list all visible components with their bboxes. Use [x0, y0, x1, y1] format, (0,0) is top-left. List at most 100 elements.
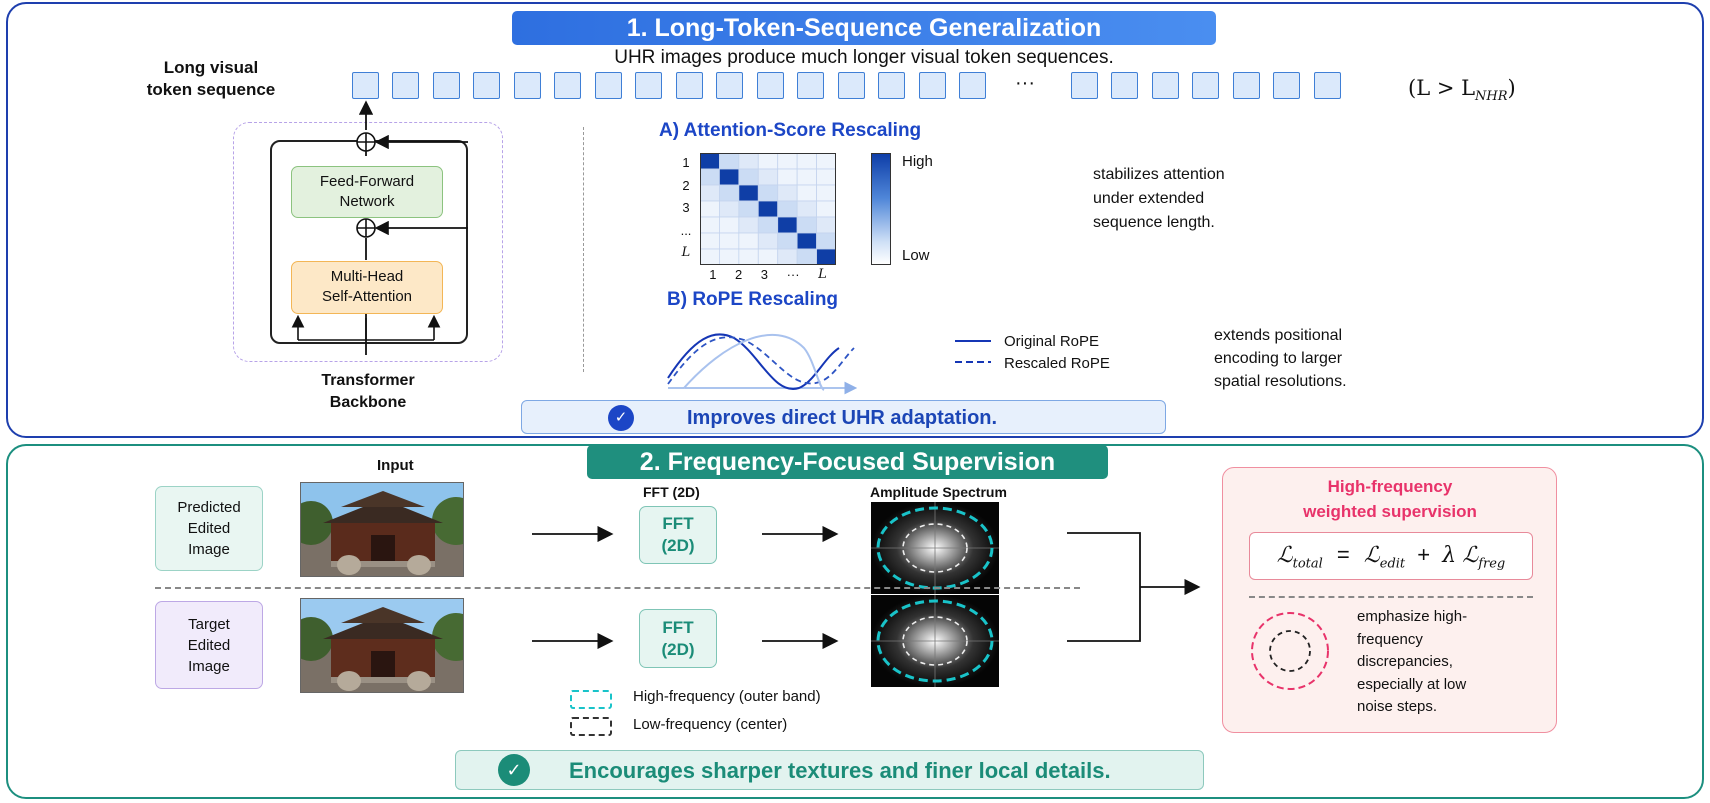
- token: [1192, 72, 1219, 99]
- attention-cell: [757, 216, 779, 234]
- attention-cell: [719, 153, 740, 170]
- flow-arrows: [532, 525, 839, 650]
- attention-cell: [816, 184, 836, 202]
- attention-cell: [757, 200, 779, 218]
- attention-cell: [738, 232, 759, 250]
- attention-col-labels: 1 2 3 ··· L: [709, 267, 827, 282]
- rope-title: B) RoPE Rescaling: [667, 289, 839, 310]
- mhsa-box: Multi-Head Self-Attention: [291, 261, 443, 314]
- token: [1071, 72, 1098, 99]
- attention-cell: [777, 184, 798, 202]
- amplitude-spectrum-predicted: [871, 502, 999, 594]
- attention-cell: [700, 184, 720, 202]
- section2-banner: ✓ Encourages sharper textures and finer …: [455, 750, 1204, 790]
- attention-cell: [719, 168, 740, 186]
- attention-cell: [777, 232, 798, 250]
- frequency-rings-icon: [1251, 612, 1329, 690]
- fft-header: FFT (2D): [643, 484, 700, 500]
- attention-cell: [700, 200, 720, 218]
- token: [352, 72, 379, 99]
- loss-formula: ℒtotal = ℒedit + λ ℒfreg: [1249, 532, 1533, 580]
- attention-cell: [757, 232, 779, 250]
- attention-cell: [777, 153, 798, 170]
- attention-cell: [796, 216, 817, 234]
- attention-cell: [757, 184, 779, 202]
- hf-note: emphasize high- frequency discrepancies,…: [1357, 608, 1468, 715]
- token: [757, 72, 784, 99]
- colorbar-low-label: Low: [902, 247, 930, 264]
- target-image-label: Target Edited Image: [155, 601, 263, 689]
- token: [1314, 72, 1341, 99]
- check-icon: ✓: [498, 754, 530, 786]
- spectrum-plot: [871, 595, 999, 687]
- section1-banner: ✓ Improves direct UHR adaptation.: [521, 400, 1166, 434]
- attention-cell: [816, 200, 836, 218]
- attention-cell: [700, 153, 720, 170]
- ffn-box: Feed-Forward Network: [291, 166, 443, 218]
- attention-cell: [777, 248, 798, 265]
- token: [878, 72, 905, 99]
- attention-cell: [738, 248, 759, 265]
- attention-matrix-frame: [700, 153, 836, 265]
- attention-cell: [816, 153, 836, 170]
- attention-cell: [816, 232, 836, 250]
- attention-cell: [700, 232, 720, 250]
- hf-supervision-title: High-frequency weighted supervision: [1303, 477, 1477, 521]
- attention-colorbar: [871, 153, 891, 265]
- hf-supervision-panel: [1222, 467, 1557, 733]
- amplitude-spectrum-target: [871, 595, 999, 687]
- rope-legend-lines: [955, 340, 991, 363]
- token-ellipsis: ···: [1015, 72, 1035, 94]
- section2-banner-text: Encourages sharper textures and finer lo…: [569, 758, 1111, 783]
- attention-cell: [719, 232, 740, 250]
- token: [676, 72, 703, 99]
- hf-divider: [1249, 596, 1533, 598]
- attention-cell: [777, 168, 798, 186]
- token: [959, 72, 986, 99]
- attention-cell: [719, 184, 740, 202]
- attention-matrix: [700, 153, 836, 265]
- section1-banner-text: Improves direct UHR adaptation.: [687, 407, 998, 429]
- colorbar-high-label: High: [902, 153, 933, 170]
- token: [838, 72, 865, 99]
- token: [1111, 72, 1138, 99]
- token: [716, 72, 743, 99]
- rope-legend-original: Original RoPE: [1004, 333, 1100, 350]
- backbone-dashed-frame: [233, 122, 503, 362]
- attention-cell: [719, 248, 740, 265]
- amplitude-header: Amplitude Spectrum: [870, 484, 1007, 500]
- attention-cell: [757, 153, 779, 170]
- length-condition: (L > LNHR): [1408, 76, 1516, 105]
- rope-legend-rescaled: Rescaled RoPE: [1004, 355, 1110, 372]
- token: [1273, 72, 1300, 99]
- token: [1233, 72, 1260, 99]
- attention-cell: [816, 248, 836, 265]
- legend-high-frequency: High-frequency (outer band): [633, 688, 821, 705]
- attention-cell: [777, 216, 798, 234]
- token-sequence-label: Long visual token sequence: [146, 58, 276, 99]
- attention-cell: [796, 153, 817, 170]
- attention-cell: [757, 168, 779, 186]
- backbone-connections: [291, 100, 468, 355]
- attention-cell: [700, 248, 720, 265]
- attention-cell: [700, 216, 720, 234]
- section1-divider: [583, 127, 584, 372]
- input-label: Input: [377, 457, 414, 474]
- merge-connector: [1067, 532, 1201, 642]
- attention-cell: [738, 153, 759, 170]
- token: [433, 72, 460, 99]
- attention-cell: [796, 232, 817, 250]
- attention-note: stabilizes attention under extended sequ…: [1093, 166, 1225, 231]
- section1-subtitle: UHR images produce much longer visual to…: [614, 47, 1114, 68]
- attention-title: A) Attention-Score Rescaling: [659, 120, 922, 141]
- check-icon: ✓: [608, 405, 634, 431]
- section1-panel: [6, 2, 1704, 438]
- token: [797, 72, 824, 99]
- attention-cell: [816, 216, 836, 234]
- attention-cell: [719, 216, 740, 234]
- temple-image: [301, 483, 463, 576]
- high-frequency-legend-icon: [570, 690, 612, 709]
- token: [392, 72, 419, 99]
- low-frequency-legend-icon: [570, 717, 612, 736]
- token: [554, 72, 581, 99]
